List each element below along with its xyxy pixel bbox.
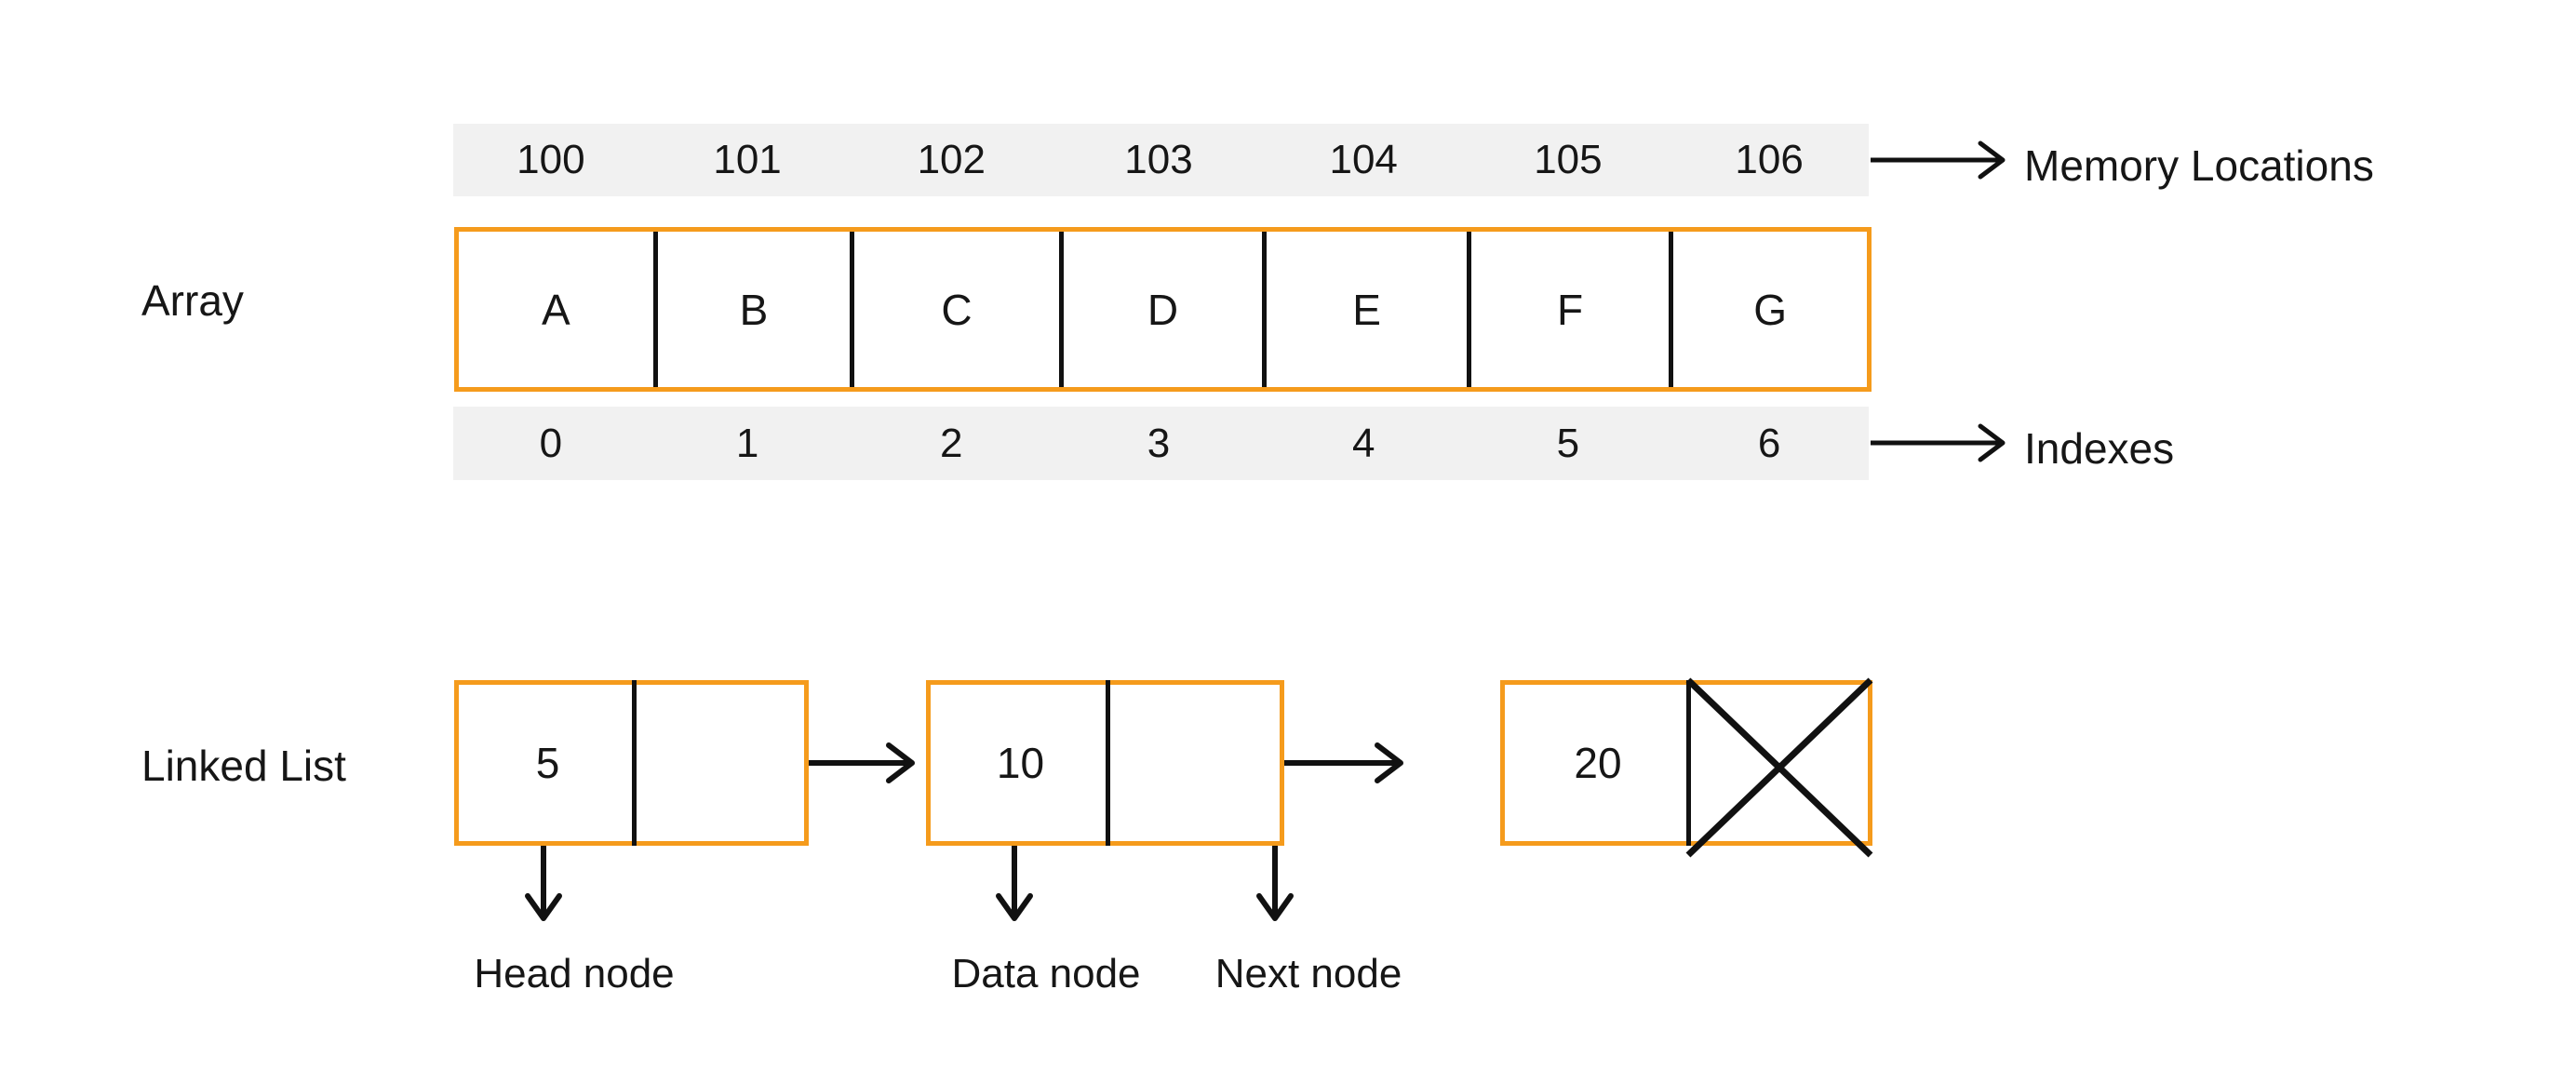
indexes-band: 0 1 2 3 4 5 6	[453, 407, 1869, 480]
node-divider	[632, 680, 637, 846]
memory-location-cell: 103	[1124, 137, 1193, 182]
linked-list-node: 20	[1500, 680, 1872, 846]
memory-location-cell: 102	[917, 137, 986, 182]
memory-locations-band: 100 101 102 103 104 105 106	[453, 124, 1869, 196]
array-cell: C	[850, 232, 1059, 387]
memory-location-cell: 100	[517, 137, 585, 182]
head-node-label: Head node	[474, 951, 675, 996]
data-node-arrow-icon	[996, 846, 1033, 921]
linked-list-row-label: Linked List	[141, 742, 346, 790]
array-cell: B	[652, 232, 851, 387]
node-link-arrow-icon	[1284, 742, 1403, 783]
memory-location-cell: 105	[1534, 137, 1603, 182]
memory-locations-arrow-icon	[1871, 140, 2006, 180]
memory-location-cell: 101	[713, 137, 782, 182]
node-null-pointer-cell	[1691, 685, 1868, 841]
node-data-value: 10	[996, 739, 1045, 787]
memory-location-cell: 106	[1735, 137, 1804, 182]
index-cell: 5	[1556, 420, 1580, 466]
memory-location-cell: 104	[1329, 137, 1398, 182]
linked-list-node: 5	[454, 680, 809, 846]
index-cell: 0	[539, 420, 563, 466]
null-cross-icon	[1691, 685, 1868, 850]
index-cell: 3	[1147, 420, 1171, 466]
memory-locations-label: Memory Locations	[2024, 141, 2374, 190]
indexes-arrow-icon	[1871, 423, 2006, 462]
next-node-label: Next node	[1214, 951, 1402, 996]
node-divider	[1106, 680, 1110, 846]
index-cell: 6	[1757, 420, 1781, 466]
node-data-value: 5	[535, 739, 560, 787]
data-node-label: Data node	[951, 951, 1141, 996]
array-row-label: Array	[141, 276, 244, 325]
array-cell: E	[1262, 232, 1467, 387]
node-divider	[1686, 680, 1691, 846]
array-cell: A	[541, 285, 570, 334]
node-data-value: 20	[1574, 739, 1622, 787]
node-next-pointer-cell	[1110, 685, 1280, 841]
linked-list-node: 10	[926, 680, 1284, 846]
index-cell: 4	[1351, 420, 1375, 466]
array-cell: F	[1466, 232, 1670, 387]
indexes-label: Indexes	[2024, 424, 2175, 473]
head-node-arrow-icon	[525, 846, 562, 921]
node-link-arrow-icon	[809, 742, 915, 783]
index-cell: 1	[735, 420, 759, 466]
index-cell: 2	[940, 420, 963, 466]
node-next-pointer-cell	[637, 685, 804, 841]
array-cell: D	[1058, 232, 1263, 387]
array-cell: G	[1669, 232, 1867, 387]
next-node-arrow-icon	[1256, 846, 1294, 921]
